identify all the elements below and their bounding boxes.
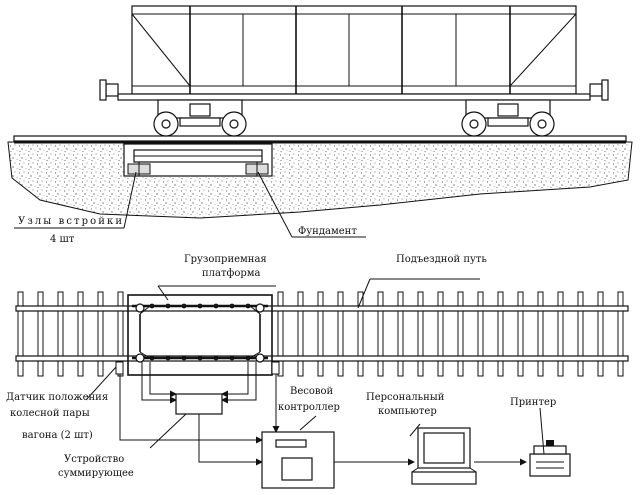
label-wheel-sensor-3: вагона (2 шт)	[22, 430, 93, 441]
platform-bolt	[197, 355, 203, 361]
ballast-embankment	[7, 141, 633, 219]
sleeper	[57, 291, 64, 377]
label-platform-2: платформа	[202, 268, 261, 279]
sleeper	[337, 291, 344, 377]
sleeper	[597, 291, 604, 377]
sleeper	[357, 291, 364, 377]
label-pc-1: Персональный	[366, 392, 445, 403]
platform-bolt	[229, 303, 235, 309]
sleeper	[437, 291, 444, 377]
platform-bolt	[181, 303, 187, 309]
sleeper	[557, 291, 564, 377]
rail-top	[15, 305, 629, 312]
label-weight-controller-2: контроллер	[278, 402, 340, 413]
wheel-sensor-right	[271, 361, 280, 375]
sleeper	[97, 291, 104, 377]
printer	[529, 440, 571, 477]
rail-side	[13, 135, 627, 142]
label-wheel-sensor-1: Датчик положения	[6, 392, 108, 403]
rail-bottom	[15, 355, 629, 362]
sleeper	[277, 291, 284, 377]
sleepers	[17, 291, 624, 377]
label-mounting-units-1: Узлы встройки	[18, 216, 122, 227]
platform-bolt	[149, 355, 155, 361]
sleeper	[417, 291, 424, 377]
sleeper	[517, 291, 524, 377]
sleeper	[317, 291, 324, 377]
sleeper	[477, 291, 484, 377]
cables	[119, 362, 527, 466]
sleeper	[297, 291, 304, 377]
platform-bolt	[181, 355, 187, 361]
wagon	[99, 5, 609, 137]
sleeper	[37, 291, 44, 377]
sleeper	[77, 291, 84, 377]
platform-bolt	[213, 303, 219, 309]
platform-bolt	[213, 355, 219, 361]
label-mounting-units-2: 4 шт	[50, 234, 75, 245]
foundation-pit	[123, 143, 273, 177]
platform-bolt	[229, 355, 235, 361]
label-printer: Принтер	[510, 397, 556, 408]
platform-bolt	[245, 355, 251, 361]
summing-device-box	[175, 393, 223, 415]
label-foundation: Фундамент	[298, 226, 357, 237]
sleeper	[577, 291, 584, 377]
wheel-sensor-left	[115, 361, 124, 375]
label-access-track: Подъездной путь	[396, 254, 487, 265]
personal-computer	[411, 427, 477, 485]
label-pc-2: компьютер	[378, 406, 437, 417]
sleeper	[617, 291, 624, 377]
sleeper	[537, 291, 544, 377]
label-wheel-sensor-2: колесной пары	[10, 408, 90, 419]
sleeper	[497, 291, 504, 377]
label-weight-controller-1: Весовой	[290, 386, 334, 397]
sleeper	[377, 291, 384, 377]
platform-bolt	[197, 303, 203, 309]
platform-bolt	[149, 303, 155, 309]
weight-controller	[261, 431, 335, 489]
platform-bolt	[165, 355, 171, 361]
weighing-platform	[127, 294, 273, 376]
sleeper	[17, 291, 24, 377]
platform-bolt	[165, 303, 171, 309]
sleeper	[457, 291, 464, 377]
label-summing-device-1: Устройство	[64, 454, 124, 465]
label-summing-device-2: суммирующее	[58, 468, 134, 479]
label-platform-1: Грузоприемная	[184, 254, 267, 265]
sleeper	[397, 291, 404, 377]
platform-bolt	[245, 303, 251, 309]
